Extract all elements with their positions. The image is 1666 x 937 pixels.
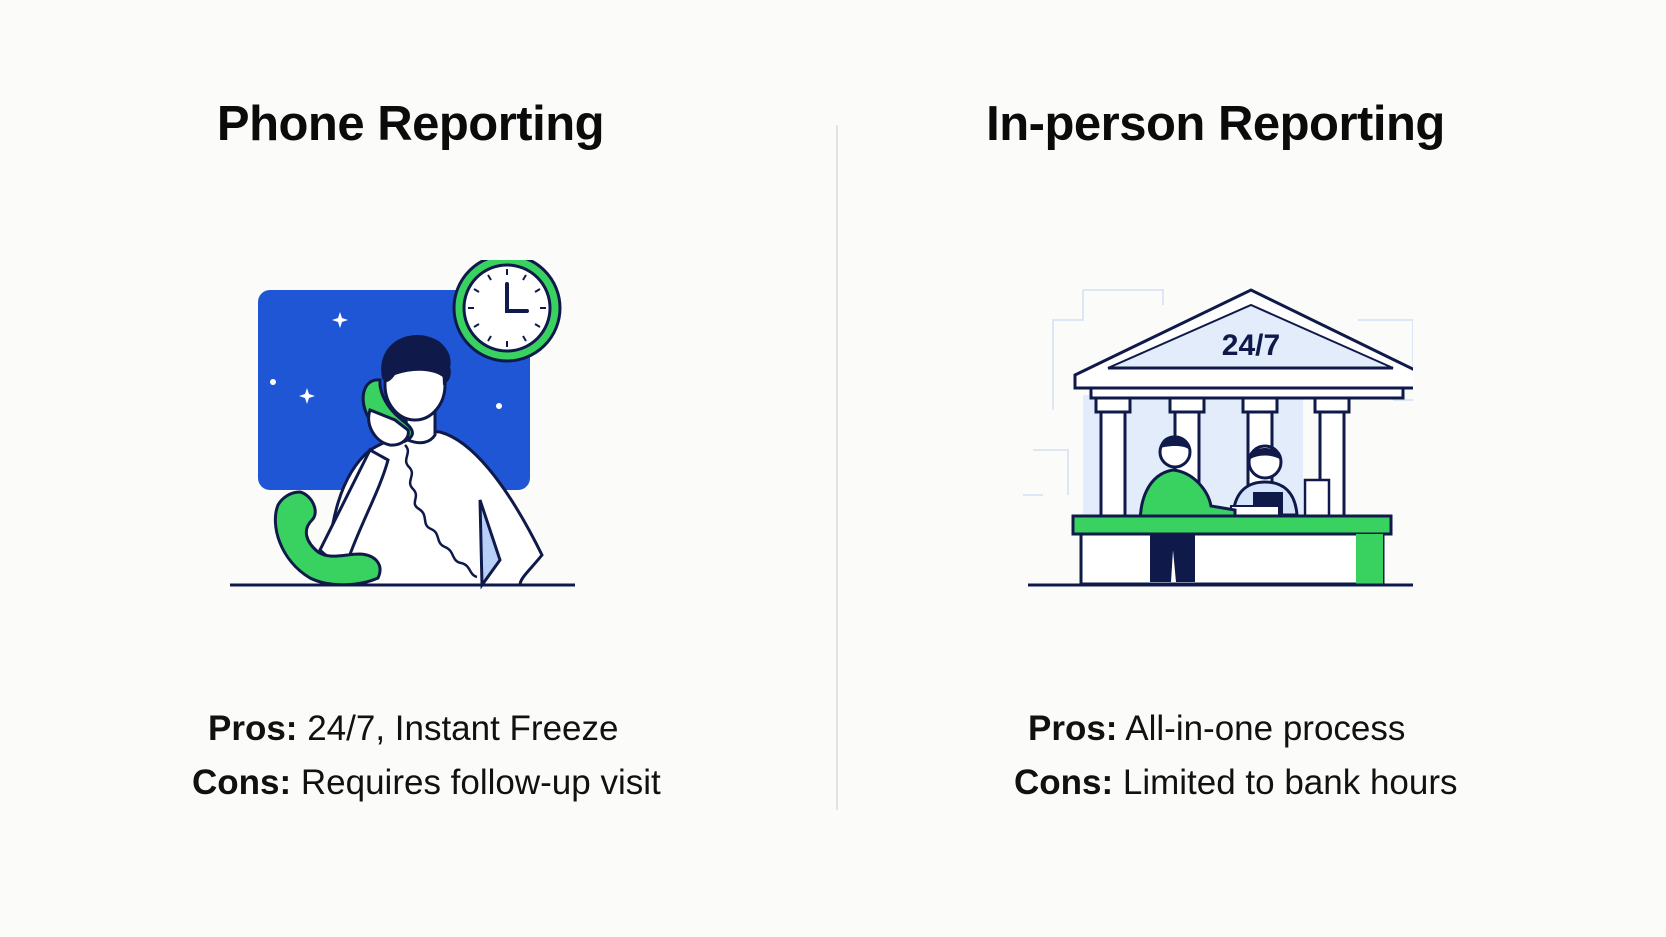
phone-cons-line: Cons: Requires follow-up visit bbox=[192, 756, 661, 810]
pros-text: 24/7, Instant Freeze bbox=[297, 709, 619, 748]
in-person-reporting-title: In-person Reporting bbox=[986, 97, 1445, 151]
in-person-cons-line: Cons: Limited to bank hours bbox=[1014, 756, 1458, 810]
phone-reporting-title: Phone Reporting bbox=[216, 97, 605, 151]
bank-counter bbox=[1071, 514, 1393, 586]
person-head bbox=[381, 335, 451, 422]
bank-roof bbox=[1073, 288, 1413, 390]
in-person-proscons: Pros: All-in-one process Cons: Limited t… bbox=[1014, 702, 1458, 810]
star-icon bbox=[332, 312, 348, 328]
in-person-pros-line: Pros: All-in-one process bbox=[1014, 702, 1458, 756]
star-icon bbox=[270, 379, 276, 385]
bank-counter-illustration: 24/7 bbox=[1023, 288, 1413, 587]
cons-text: Limited to bank hours bbox=[1113, 763, 1458, 802]
pros-label: Pros: bbox=[208, 709, 298, 748]
in-person-reporting-panel: In-person Reporting 24/7 bbox=[833, 0, 1666, 937]
phone-base-icon bbox=[273, 490, 382, 587]
phone-pros-line: Pros: 24/7, Instant Freeze bbox=[192, 702, 661, 756]
desk-box bbox=[1303, 478, 1331, 518]
cons-text: Requires follow-up visit bbox=[291, 763, 661, 802]
pros-label: Pros: bbox=[1028, 709, 1118, 748]
star-icon bbox=[496, 403, 502, 409]
bank-sign-text: 24/7 bbox=[1222, 329, 1280, 362]
phone-proscons: Pros: 24/7, Instant Freeze Cons: Require… bbox=[192, 702, 661, 810]
phone-call-illustration bbox=[230, 260, 575, 590]
phone-cord bbox=[404, 444, 478, 579]
cons-label: Cons: bbox=[1014, 763, 1114, 802]
phone-reporting-panel: Phone Reporting bbox=[192, 97, 661, 810]
cons-label: Cons: bbox=[192, 763, 292, 802]
center-divider bbox=[836, 125, 838, 810]
clock-icon bbox=[452, 260, 562, 363]
pros-text: All-in-one process bbox=[1117, 709, 1406, 748]
star-icon bbox=[299, 388, 315, 404]
